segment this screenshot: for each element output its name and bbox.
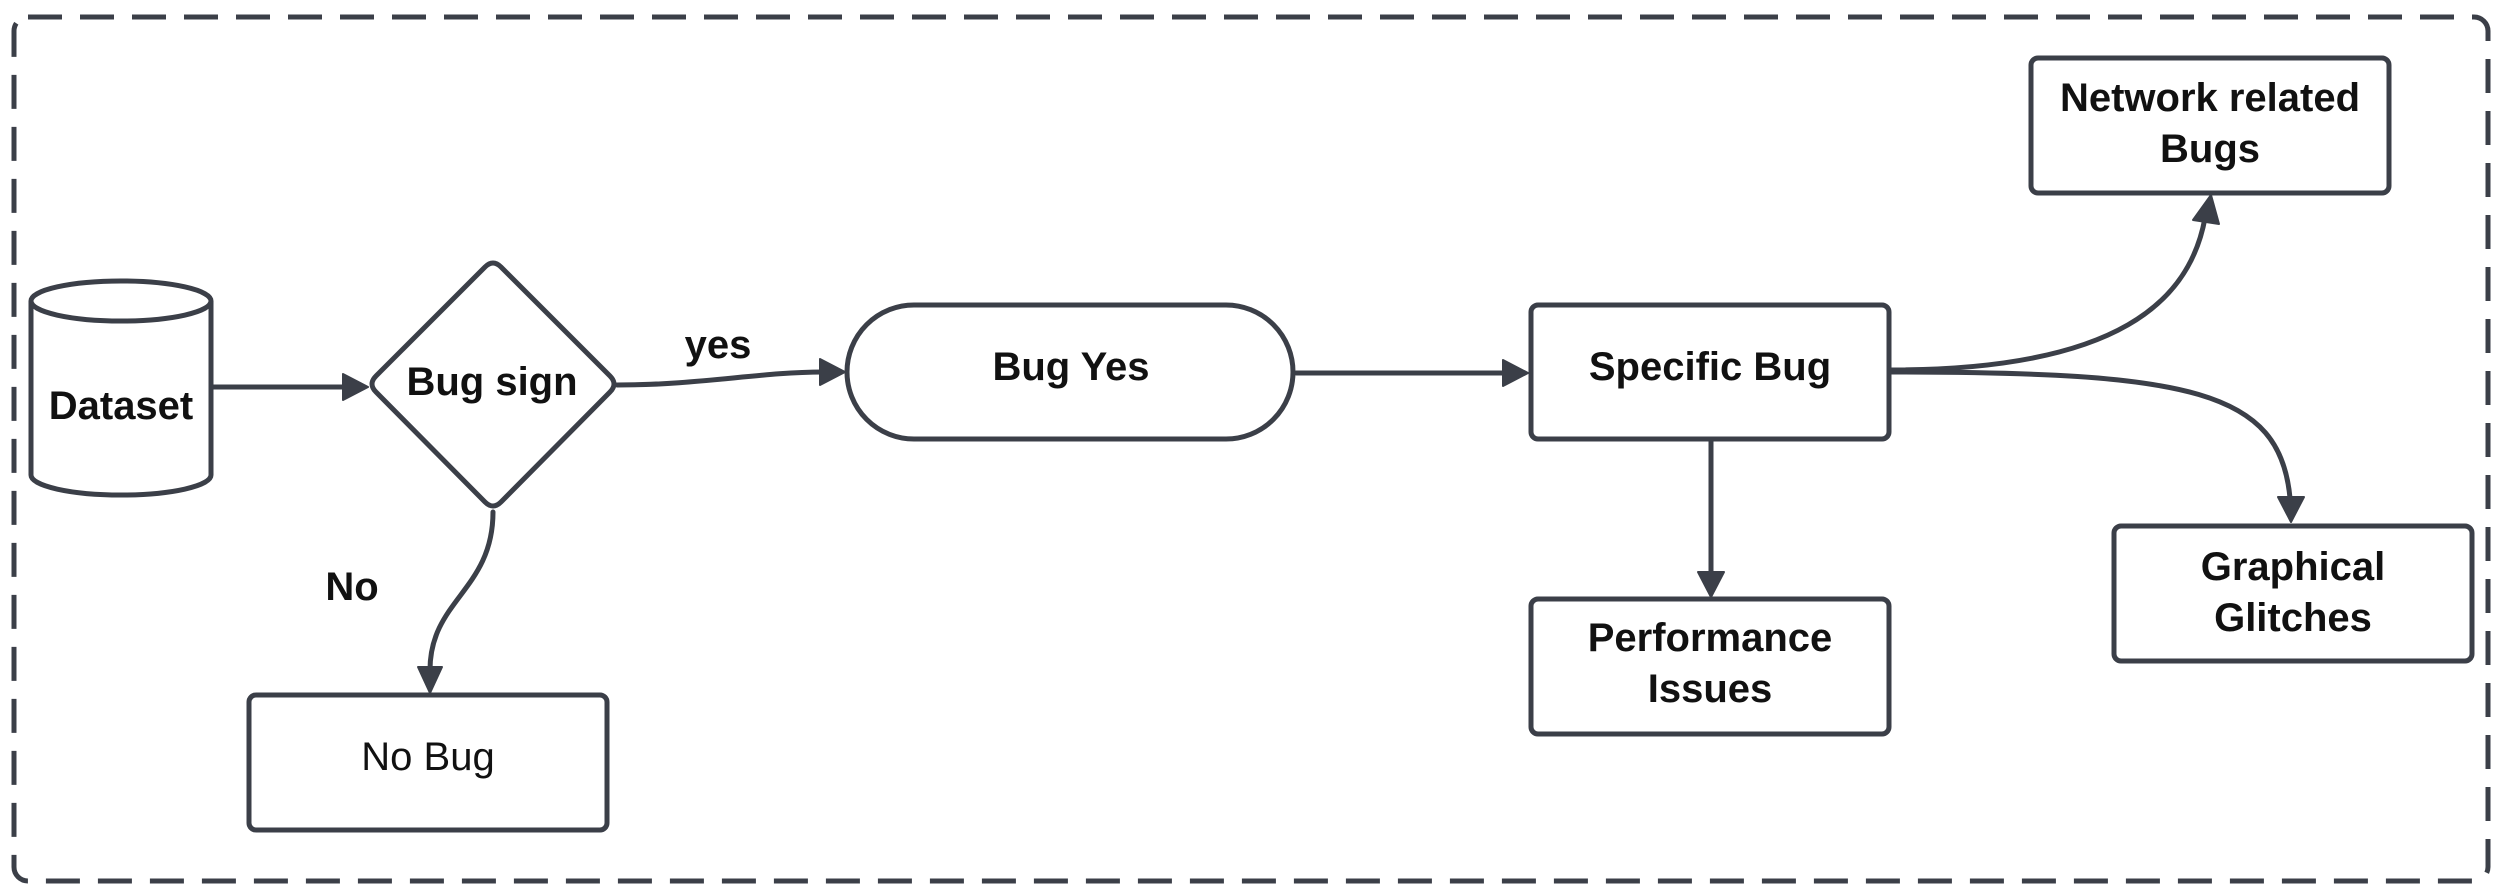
node-performance-issues: Performance Issues <box>1528 596 1892 737</box>
node-graphical-glitches: Graphical Glitches <box>2111 523 2475 664</box>
node-bug-yes: Bug Yes <box>844 302 1296 442</box>
edge-dataset-to-bugsign <box>210 373 369 401</box>
dashed-frame <box>11 14 2491 884</box>
node-no-bug-label: No Bug <box>361 735 494 779</box>
node-dataset-label: Dataset <box>49 384 194 428</box>
node-performance-issues-line1: Performance <box>1588 616 1833 660</box>
node-performance-issues-line2: Issues <box>1648 667 1773 711</box>
node-bug-sign: Bug sign <box>369 260 617 509</box>
node-no-bug: No Bug <box>246 692 610 833</box>
node-dataset: Dataset <box>28 278 214 498</box>
node-network-bugs: Network related Bugs <box>2028 55 2392 196</box>
edge-specificbug-to-graphical <box>1887 369 2305 523</box>
edge-specificbug-to-network <box>1887 194 2220 373</box>
edge-bugyes-to-specificbug <box>1293 359 1529 387</box>
edge-bugsign-to-bugyes <box>614 358 846 388</box>
edge-label-yes: yes <box>685 323 752 367</box>
node-specific-bug-label: Specific Bug <box>1589 345 1831 389</box>
node-bug-yes-label: Bug Yes <box>992 345 1149 389</box>
node-bug-sign-label: Bug sign <box>406 360 577 404</box>
edge-specificbug-to-performance <box>1697 437 1725 598</box>
node-specific-bug: Specific Bug <box>1528 302 1892 442</box>
node-network-bugs-line1: Network related <box>2060 76 2360 120</box>
node-network-bugs-line2: Bugs <box>2160 127 2260 171</box>
node-graphical-glitches-line2: Glitches <box>2214 596 2372 640</box>
edge-bugsign-to-nobug <box>417 509 496 694</box>
edge-label-no: No <box>325 565 378 609</box>
node-graphical-glitches-line1: Graphical <box>2201 545 2386 589</box>
